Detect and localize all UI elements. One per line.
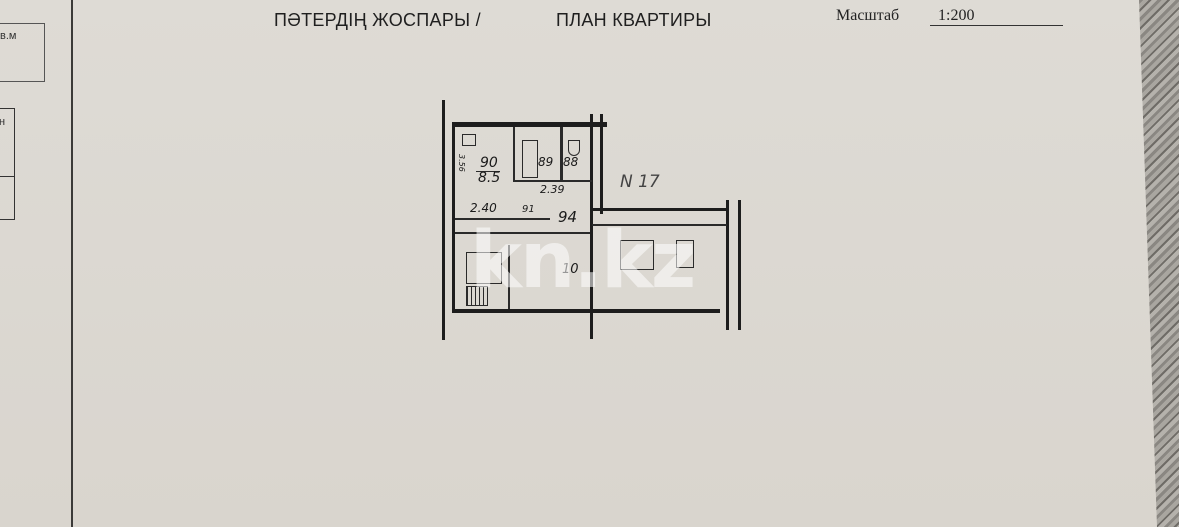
stove-icon bbox=[462, 134, 476, 146]
room-label: 10 bbox=[562, 262, 579, 277]
left-table-divider bbox=[0, 176, 14, 177]
closet-area: 91 bbox=[522, 204, 535, 215]
watermark: kn.kz bbox=[470, 216, 696, 306]
title-russian: ПЛАН КВАРТИРЫ bbox=[556, 10, 712, 30]
radiator-icon bbox=[466, 286, 488, 306]
kitchen-area-top: 90 bbox=[480, 155, 498, 171]
hall-area: 94 bbox=[558, 208, 578, 226]
left-table-label: н bbox=[0, 116, 6, 128]
bottom-wall bbox=[452, 309, 720, 313]
bath-area: 89 bbox=[538, 155, 554, 169]
kitchen-depth: 2.40 bbox=[470, 201, 497, 215]
toilet-area: 88 bbox=[563, 155, 579, 169]
left-box-label: в.м bbox=[0, 30, 17, 42]
corridor-length: 2.39 bbox=[540, 183, 565, 196]
window-recess-left bbox=[620, 240, 654, 270]
top-wall bbox=[452, 122, 607, 127]
bathtub-icon bbox=[522, 140, 538, 178]
scale-label: Масштаб bbox=[836, 7, 900, 24]
floor-plan: 90 8.5 3.56 2.40 89 88 2.39 91 94 10 N 1… bbox=[430, 100, 760, 340]
left-info-box: в.м bbox=[0, 23, 45, 82]
apartment-number: N 17 bbox=[620, 172, 660, 192]
kitchen-width: 3.56 bbox=[457, 154, 466, 172]
title-kazakh: ПӘТЕРДІҢ ЖОСПАРЫ / bbox=[274, 10, 481, 30]
left-table-box: н bbox=[0, 108, 15, 220]
page-fold-line bbox=[71, 0, 73, 527]
scale-value: 1:200 bbox=[938, 7, 975, 24]
toilet-icon bbox=[568, 140, 580, 156]
cabinet-icon bbox=[466, 252, 502, 284]
scale-underline bbox=[930, 25, 1063, 26]
window-recess-right bbox=[676, 240, 694, 268]
background-surface bbox=[1139, 0, 1179, 527]
kitchen-area-bottom: 8.5 bbox=[478, 170, 501, 186]
